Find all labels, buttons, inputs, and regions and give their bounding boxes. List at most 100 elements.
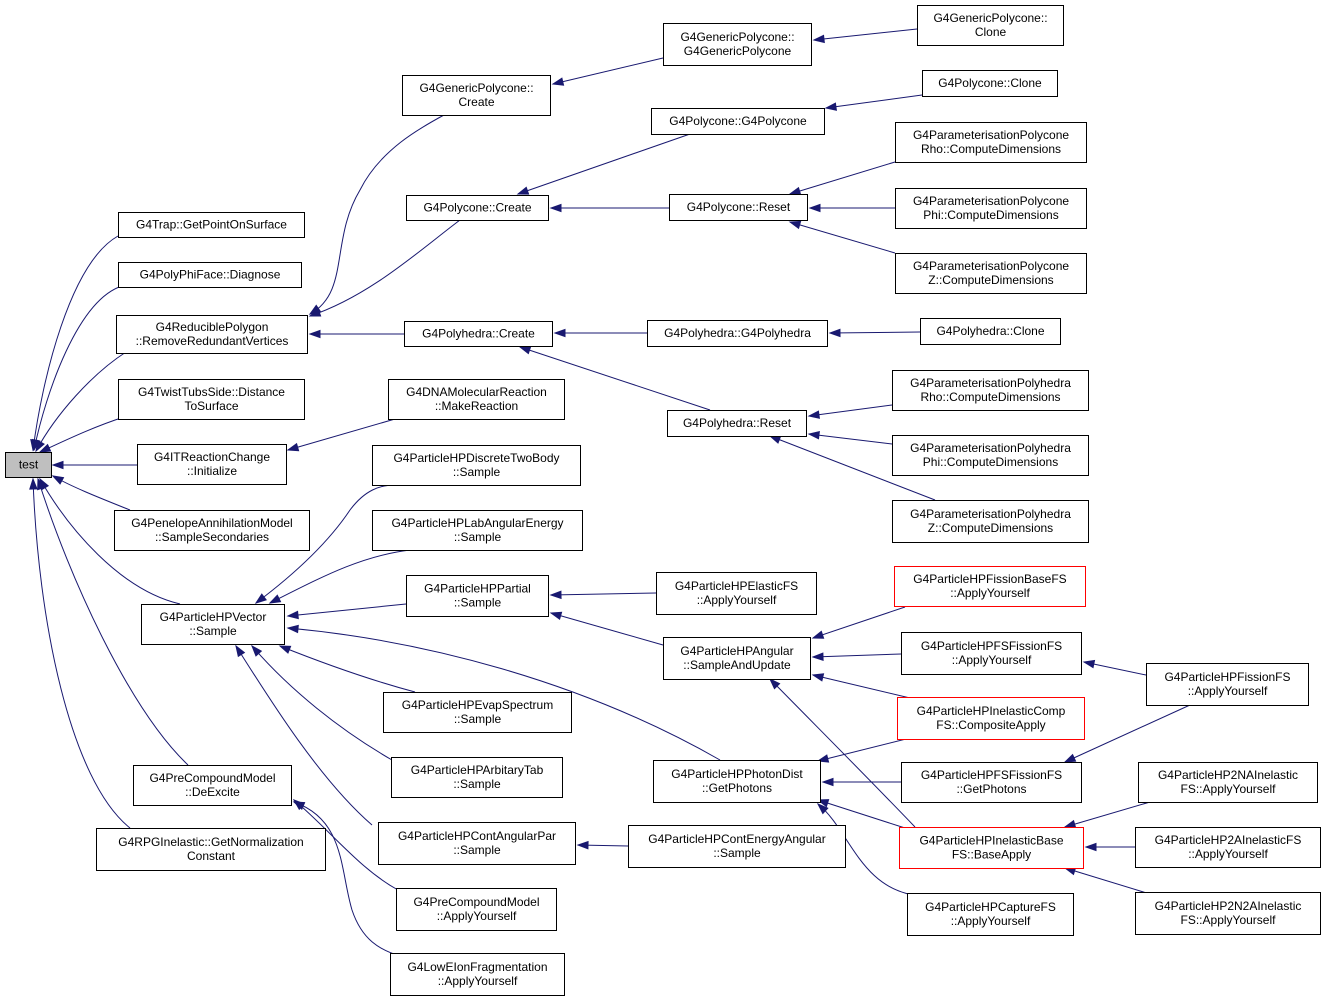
node-precompapply[interactable]: G4PreCompoundModel::ApplyYourself: [396, 888, 557, 931]
node-polyconector[interactable]: G4Polycone::G4Polycone: [651, 108, 825, 135]
node-label-line: G4ParameterisationPolycone: [913, 194, 1069, 208]
edge-test-to-rpginelastic: [29, 477, 131, 829]
edge-test-to-trap: [30, 235, 119, 452]
node-hpelastic[interactable]: G4ParticleHPElasticFS::ApplyYourself: [656, 572, 817, 615]
node-label-line: ::ApplyYourself: [438, 974, 518, 988]
graph-nodes: test G4Trap::GetPointOnSurfaceG4PolyPhiFa…: [5, 5, 1321, 996]
node-hpphoton[interactable]: G4ParticleHPPhotonDist::GetPhotons: [653, 760, 821, 803]
arrowhead-icon: [1084, 842, 1097, 852]
node-trap[interactable]: G4Trap::GetPointOnSurface: [118, 212, 305, 238]
node-hpcontangular[interactable]: G4ParticleHPContAngularPar::Sample: [378, 822, 576, 865]
node-label-line: G4Polycone::G4Polycone: [669, 114, 807, 128]
node-box: [383, 692, 572, 733]
node-hpfsfission[interactable]: G4ParticleHPFSFissionFS::ApplyYourself: [901, 632, 1082, 675]
node-polyconecreate[interactable]: G4Polycone::Create: [406, 195, 549, 221]
edge-test-to-itreaction: [51, 460, 137, 470]
node-hpangular[interactable]: G4ParticleHPAngular::SampleAndUpdate: [663, 637, 811, 680]
node-reducible[interactable]: G4ReduciblePolygon::RemoveRedundantVerti…: [116, 315, 308, 354]
graph-edges: [29, 28, 1191, 957]
node-label-line: G4Trap::GetPointOnSurface: [136, 218, 287, 232]
edge-line: [52, 475, 131, 511]
node-genpolycreate[interactable]: G4GenericPolycone::Create: [402, 75, 551, 116]
node-parpolyrho[interactable]: G4ParameterisationPolyconeRho::ComputeDi…: [895, 122, 1087, 163]
node-hpcapture[interactable]: G4ParticleHPCaptureFS::ApplyYourself: [907, 893, 1074, 936]
node-polyhedracreate[interactable]: G4Polyhedra::Create: [404, 321, 553, 347]
arrowhead-icon: [549, 590, 562, 600]
edge-line: [32, 478, 131, 829]
node-label-line: G4Polycone::Reset: [687, 200, 791, 214]
arrowhead-icon: [286, 610, 299, 620]
edge-line: [251, 645, 393, 761]
node-hpdiscrete[interactable]: G4ParticleHPDiscreteTwoBody::Sample: [372, 445, 581, 486]
node-box: [920, 318, 1061, 345]
node-genpolyctor[interactable]: G4GenericPolycone::G4GenericPolycone: [663, 23, 812, 66]
node-hplabangular[interactable]: G4ParticleHPLabAngularEnergy::Sample: [372, 510, 583, 551]
arrowhead-icon: [768, 435, 782, 444]
node-hpfissionbase[interactable]: G4ParticleHPFissionBaseFS::ApplyYourself: [894, 566, 1086, 607]
node-hp2na[interactable]: G4ParticleHP2NAInelasticFS::ApplyYoursel…: [1138, 762, 1318, 803]
node-label-line: G4PreCompoundModel: [413, 895, 539, 909]
node-label-line: ::Sample: [454, 712, 502, 726]
node-parhedz[interactable]: G4ParameterisationPolyhedraZ::ComputeDim…: [892, 500, 1089, 543]
node-hpfsfissionphot[interactable]: G4ParticleHPFSFissionFS::GetPhotons: [901, 762, 1082, 803]
node-label-line: G4Polycone::Clone: [938, 76, 1042, 90]
node-parpolyphi[interactable]: G4ParameterisationPolyconePhi::ComputeDi…: [895, 188, 1087, 229]
node-parhedrho[interactable]: G4ParameterisationPolyhedraRho::ComputeD…: [892, 370, 1089, 411]
node-label-line: ::ApplyYourself: [950, 586, 1030, 600]
node-polyconereset[interactable]: G4Polycone::Reset: [669, 194, 808, 221]
node-hpevap[interactable]: G4ParticleHPEvapSpectrum::Sample: [383, 692, 572, 733]
node-itreaction[interactable]: G4ITReactionChange::Initialize: [137, 444, 287, 485]
node-parpolyz[interactable]: G4ParameterisationPolyconeZ::ComputeDime…: [895, 253, 1087, 294]
node-precompound[interactable]: G4PreCompoundModel::DeExcite: [133, 765, 292, 806]
edge-line: [552, 57, 664, 85]
node-dnamolecular[interactable]: G4DNAMolecularReaction::MakeReaction: [388, 379, 565, 420]
node-label-line: G4ParticleHPLabAngularEnergy: [391, 516, 563, 530]
node-label-line: G4ParticleHPInelasticBase: [919, 834, 1063, 848]
node-hpvector[interactable]: G4ParticleHPVector::Sample: [141, 604, 285, 645]
node-label-line: G4ITReactionChange: [154, 450, 270, 464]
node-hp2n2a[interactable]: G4ParticleHP2N2AInelasticFS::ApplyYourse…: [1135, 892, 1321, 935]
node-polyconeclone[interactable]: G4Polycone::Clone: [922, 70, 1058, 97]
node-genpolyclone[interactable]: G4GenericPolycone::Clone: [917, 5, 1064, 46]
node-label-line: G4ParticleHPContAngularPar: [398, 829, 556, 843]
node-hppartial[interactable]: G4ParticleHPPartial::Sample: [406, 575, 549, 617]
node-hpinelcomp[interactable]: G4ParticleHPInelasticCompFS::CompositeAp…: [897, 697, 1085, 740]
node-polyphi[interactable]: G4PolyPhiFace::Diagnose: [118, 262, 302, 288]
node-box: [899, 827, 1084, 869]
node-polyhedraclone[interactable]: G4Polyhedra::Clone: [920, 318, 1061, 345]
node-box: [96, 828, 326, 871]
node-label-line: ::Sample: [454, 596, 502, 610]
node-box: [895, 122, 1087, 163]
node-label-line: G4ParameterisationPolyhedra: [910, 507, 1071, 521]
node-label-line: ::Initialize: [187, 464, 237, 478]
arrowhead-icon: [51, 475, 65, 485]
node-test[interactable]: test: [5, 452, 52, 478]
node-parhedphi[interactable]: G4ParameterisationPolyhedraPhi::ComputeD…: [892, 435, 1089, 476]
edge-line: [235, 645, 373, 826]
node-box: [922, 70, 1058, 97]
node-box: [390, 953, 565, 996]
node-hpfission[interactable]: G4ParticleHPFissionFS::ApplyYourself: [1146, 663, 1309, 706]
node-penelope[interactable]: G4PenelopeAnnihilationModel::SampleSecon…: [114, 510, 310, 551]
edge-hpangular-to-hpinelcomp: [811, 673, 911, 699]
node-hpcontenergy[interactable]: G4ParticleHPContEnergyAngular::Sample: [628, 825, 846, 868]
node-lowefrag[interactable]: G4LowEIonFragmentation::ApplyYourself: [390, 953, 565, 996]
edge-line: [812, 606, 906, 639]
edge-line: [817, 799, 906, 829]
node-label-line: G4GenericPolycone::: [933, 11, 1047, 25]
edge-itreaction-to-dnamolecular: [286, 418, 396, 452]
arrowhead-icon: [254, 593, 267, 604]
arrowhead-icon: [812, 34, 825, 44]
node-polyhedractor[interactable]: G4Polyhedra::G4Polyhedra: [647, 320, 828, 347]
arrowhead-icon: [549, 203, 562, 213]
edge-line: [550, 592, 657, 596]
edge-line: [769, 678, 916, 828]
node-box: [663, 637, 811, 680]
node-polyhedrareset[interactable]: G4Polyhedra::Reset: [667, 410, 807, 437]
node-hp2a[interactable]: G4ParticleHP2AInelasticFS::ApplyYourself: [1135, 827, 1321, 868]
node-hparbitary[interactable]: G4ParticleHPArbitaryTab::Sample: [391, 757, 563, 798]
edge-line: [817, 803, 921, 897]
